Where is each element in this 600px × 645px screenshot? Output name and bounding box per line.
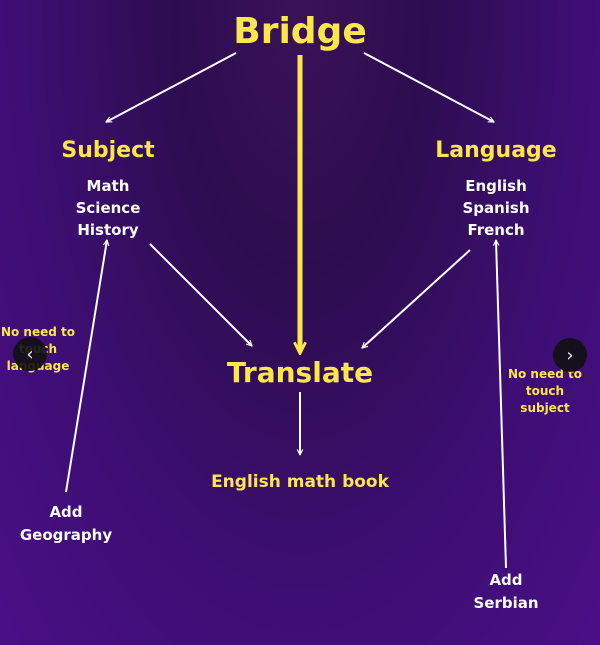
subject-item-science: Science — [75, 199, 141, 217]
arrow-bridge-to-subject — [106, 52, 237, 123]
right-note-line: touch — [525, 384, 565, 398]
right-add-line: Add — [489, 571, 523, 589]
right-note-line: subject — [520, 401, 570, 415]
bridge-title: Bridge — [233, 11, 367, 52]
chevron-right-icon: › — [566, 344, 574, 366]
left-add-line: Add — [49, 503, 83, 521]
result-label: English math book — [211, 472, 389, 492]
subject-list: Math Science History — [43, 175, 173, 241]
arrow-language-to-translate — [362, 249, 471, 348]
left-note-line: No need to — [0, 325, 76, 339]
left-add: Add Geography — [11, 501, 121, 547]
right-add: Add Serbian — [456, 569, 556, 615]
language-heading: Language — [435, 138, 557, 163]
translate-label: Translate — [226, 356, 374, 389]
chevron-left-icon: ‹ — [26, 343, 34, 365]
subject-item-history: History — [77, 221, 139, 239]
arrow-serbian-to-language — [496, 240, 507, 569]
right-note: No need to touch subject — [505, 366, 585, 417]
language-item-french: French — [467, 221, 525, 239]
language-item-english: English — [465, 177, 527, 195]
right-add-line: Serbian — [473, 594, 539, 612]
arrow-bridge-to-language — [363, 52, 494, 123]
arrow-subject-to-translate — [149, 243, 252, 346]
next-slide-button[interactable]: › — [553, 338, 587, 372]
prev-slide-button[interactable]: ‹ — [13, 337, 47, 371]
language-list: English Spanish French — [431, 175, 561, 241]
subject-heading: Subject — [61, 138, 155, 163]
left-add-line: Geography — [19, 526, 113, 544]
subject-item-math: Math — [86, 177, 130, 195]
language-item-spanish: Spanish — [462, 199, 530, 217]
arrow-geography-to-subject — [65, 240, 107, 493]
